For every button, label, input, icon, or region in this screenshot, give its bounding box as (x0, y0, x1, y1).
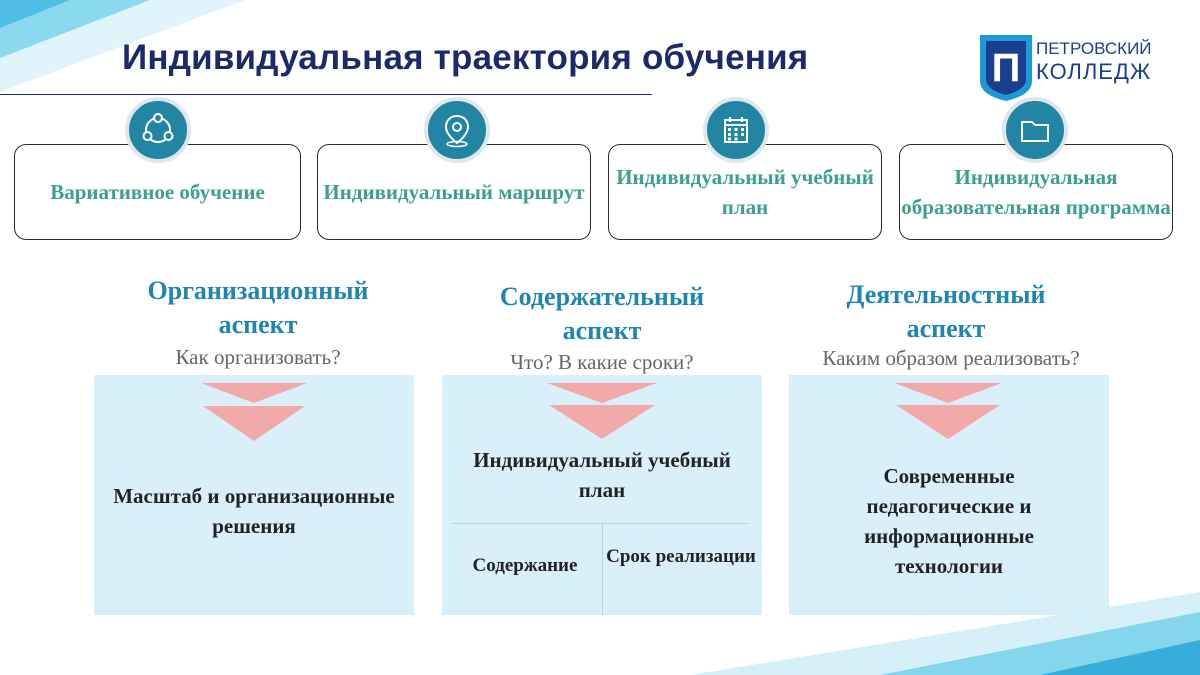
panel-content-text: Современные педагогические и информацион… (864, 464, 1034, 578)
panel-organizational: Масштаб и организационные решения (94, 375, 414, 615)
sub-content-label: Содержание (472, 555, 578, 576)
panel-content-text: Индивидуальный учебный план (473, 448, 731, 502)
logo-shield-icon: П (980, 35, 1032, 101)
folder-icon (1002, 97, 1068, 163)
card-individual-plan: Индивидуальный учебный план (608, 144, 882, 240)
logo-line2: КОЛЛЕДЖ (1036, 59, 1152, 84)
card-label: Индивидуальный маршрут (323, 180, 585, 204)
panel-divider-vertical (602, 524, 603, 615)
panel-divider (452, 523, 749, 524)
down-arrow-icon (894, 383, 1002, 439)
down-arrow-icon (201, 383, 307, 441)
panel-content-text: Масштаб и организационные решения (113, 484, 395, 538)
aspect-question-content: Что? В какие сроки? (510, 350, 694, 374)
page-title: Индивидуальная траектория обучения (122, 38, 809, 77)
title-divider (0, 94, 652, 95)
aspect-title-content: Содержательный аспект (499, 282, 705, 345)
cycle-icon (125, 97, 191, 163)
down-arrow-icon (547, 383, 657, 439)
aspect-question-organizational: Как организовать? (175, 345, 341, 369)
aspect-title-activity: Деятельностный аспект (846, 280, 1046, 343)
logo-mark: П (992, 46, 1021, 90)
college-logo: П ПЕТРОВСКИЙ КОЛЛЕДЖ (978, 33, 1168, 105)
panel-content: Индивидуальный учебный план Содержание С… (442, 375, 762, 615)
card-label: Индивидуальный учебный план (616, 165, 874, 219)
card-individual-program: Индивидуальная образовательная программа (899, 144, 1173, 240)
logo-line1: ПЕТРОВСКИЙ (1036, 39, 1152, 58)
location-pin-icon (424, 97, 490, 163)
aspect-title-organizational: Организационный аспект (147, 276, 369, 339)
panel-activity: Современные педагогические и информацион… (789, 375, 1109, 615)
card-label: Вариативное обучение (50, 180, 265, 204)
calendar-icon (703, 97, 769, 163)
sub-deadline-label: Срок реализации (606, 546, 756, 567)
aspect-question-activity: Каким образом реализовать? (822, 346, 1080, 370)
card-label: Индивидуальная образовательная программа (901, 165, 1171, 219)
